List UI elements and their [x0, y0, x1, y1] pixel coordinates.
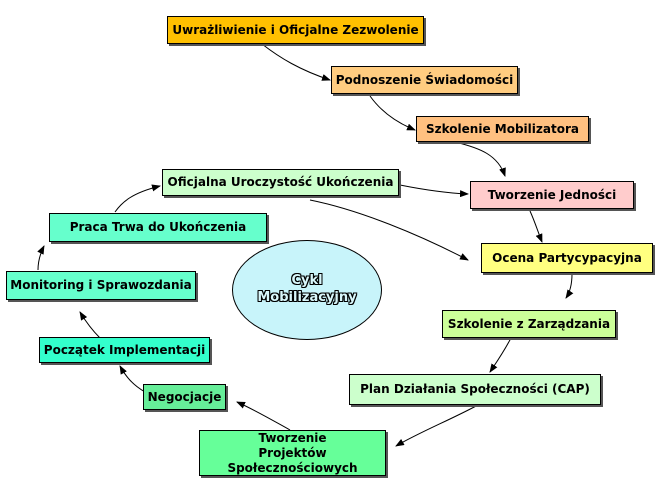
node-n4-label: Tworzenie Jedności — [487, 187, 617, 202]
arrow-n12-n13 — [114, 184, 161, 213]
center-title: Cykl Mobilizacyjny — [232, 272, 382, 306]
node-n3-label: Szkolenie Mobilizatora — [426, 121, 579, 136]
node-n13: Oficjalna Uroczystość Ukończenia — [162, 169, 399, 196]
arrow-n5-n6 — [565, 273, 574, 299]
arrow-n1-n2 — [261, 43, 331, 81]
node-n10: Początek Implementacji — [39, 337, 210, 363]
arrow-n6-n7 — [489, 335, 513, 373]
arrow-n13-n4 — [399, 184, 469, 198]
node-n1: Uwrażliwienie i Oficjalne Zezwolenie — [167, 16, 424, 44]
arrow-n9-n10 — [119, 365, 146, 393]
arrow-n2-n3 — [369, 95, 416, 131]
arrow-n8-n9 — [236, 401, 291, 431]
node-n11-label: Monitoring i Sprawozdania — [10, 278, 192, 292]
node-n7-label: Plan Działania Społeczności (CAP) — [360, 382, 590, 396]
node-n5-label: Ocena Partycypacyjna — [492, 250, 642, 265]
node-n10-label: Początek Implementacji — [43, 342, 206, 357]
arrow-n3-n4 — [454, 141, 506, 177]
center-title-line1: Cykl — [291, 273, 323, 288]
arrow-n10-n11 — [79, 311, 101, 339]
node-n2: Podnoszenie Świadomości — [331, 66, 518, 94]
node-n12-label: Praca Trwa do Ukończenia — [69, 220, 247, 234]
node-n5: Ocena Partycypacyjna — [481, 243, 653, 273]
node-n9: Negocjacje — [143, 384, 226, 410]
node-n6-label: Szkolenie z Zarządzania — [447, 316, 611, 331]
node-n12: Praca Trwa do Ukończenia — [49, 213, 267, 242]
center-title-line2: Mobilizacyjny — [257, 290, 357, 305]
node-n8: Tworzenie Projektów Społecznościowych — [199, 430, 386, 476]
node-n2-label: Podnoszenie Świadomości — [335, 72, 514, 87]
node-n11: Monitoring i Sprawozdania — [6, 271, 196, 300]
arrow-n13-n5 — [309, 199, 469, 261]
node-n7: Plan Działania Społeczności (CAP) — [349, 374, 601, 405]
arrow-n11-n12 — [37, 245, 45, 271]
node-n8-label: Tworzenie Projektów Społecznościowych — [227, 430, 358, 475]
arrow-n7-n8 — [395, 404, 479, 447]
node-n1-label: Uwrażliwienie i Oficjalne Zezwolenie — [172, 22, 419, 37]
node-n4: Tworzenie Jedności — [470, 181, 634, 209]
node-n3: Szkolenie Mobilizatora — [416, 116, 589, 142]
node-n13-label: Oficjalna Uroczystość Ukończenia — [167, 175, 394, 189]
center-ellipse — [232, 240, 382, 340]
node-n6: Szkolenie z Zarządzania — [442, 310, 616, 338]
node-n9-label: Negocjacje — [147, 389, 222, 404]
arrow-n4-n5 — [529, 210, 543, 243]
